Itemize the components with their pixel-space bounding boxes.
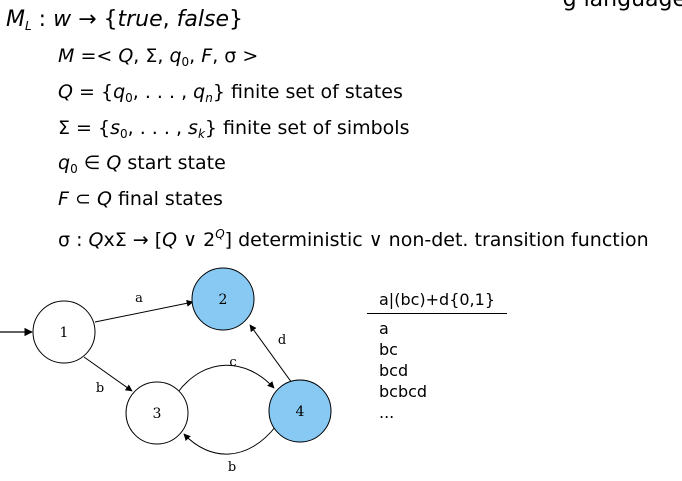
state-label-1: 1 (60, 325, 69, 341)
edge-label-4-2: d (278, 333, 286, 348)
state-label-3: 3 (153, 406, 162, 422)
definition-states: Q = {q0, . . . , qn} finite set of state… (58, 81, 403, 105)
clipped-header-text: g language (563, 0, 682, 14)
state-node-1: 1 (32, 300, 96, 364)
state-label-4: 4 (296, 404, 305, 420)
edge-4-2 (249, 324, 293, 384)
edge-label-4-3: b (228, 460, 236, 475)
definition-title: ML : w → {true, false} (6, 7, 243, 33)
edge-4-3 (183, 425, 277, 455)
edge-1-3 (83, 356, 133, 392)
definition-start-state: q0 ∈ Q start state (58, 152, 226, 176)
definition-final-states: F ⊂ Q final states (58, 188, 223, 210)
edge-3-4 (177, 364, 275, 393)
edge-label-3-4: c (229, 355, 236, 370)
regex-example: bc (379, 340, 398, 359)
state-node-3: 3 (125, 381, 189, 445)
regex-examples: a|(bc)+d{0,1} a bc bcd bcbcd ... (367, 290, 507, 423)
regex-header: a|(bc)+d{0,1} (367, 290, 507, 314)
automaton-diagram: a b c b d 1 2 3 4 (0, 267, 332, 475)
state-label-2: 2 (219, 292, 228, 308)
definition-tuple: M =< Q, Σ, q0, F, σ > (58, 45, 259, 69)
regex-example: a (379, 319, 389, 338)
regex-example: ... (379, 403, 395, 422)
edge-1-2 (94, 299, 194, 323)
definition-transition: σ : QxΣ → [Q ∨ 2Q] deterministic ∨ non-d… (58, 227, 649, 251)
regex-example: bcd (379, 361, 409, 380)
state-node-4: 4 (268, 379, 332, 443)
regex-example-list: a bc bcd bcbcd ... (367, 314, 507, 423)
state-node-2: 2 (191, 267, 255, 331)
definition-symbols: Σ = {s0, . . . , sk} finite set of simbo… (58, 117, 410, 141)
edge-label-1-2: a (135, 291, 143, 306)
regex-example: bcbcd (379, 382, 428, 401)
edge-label-1-3: b (96, 381, 104, 396)
